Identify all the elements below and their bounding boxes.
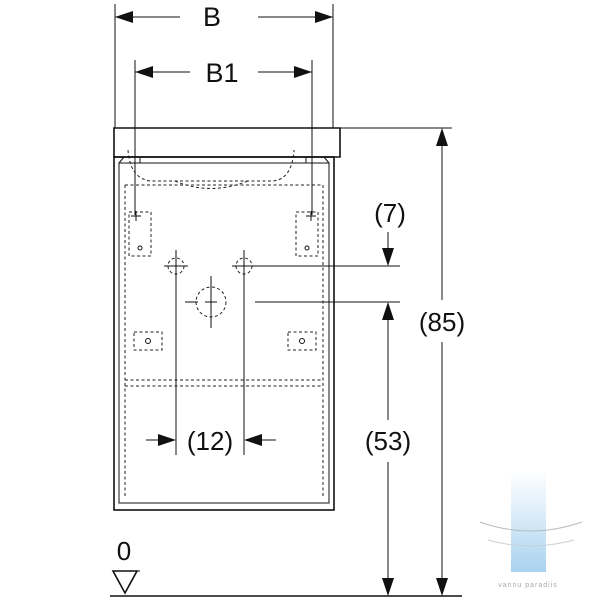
drain-offset-dimension: (7) xyxy=(374,198,406,266)
floor-line: 0 xyxy=(110,536,462,597)
bracket-top-right xyxy=(295,211,319,257)
inner-width-dimension: B1 xyxy=(134,58,313,215)
bracket-mid-left xyxy=(133,331,163,351)
total-height-dimension: (85) xyxy=(419,128,465,596)
bracket-mid-right xyxy=(287,331,317,351)
drain-offset-label: (7) xyxy=(374,198,406,228)
supply-hole-right xyxy=(232,250,400,280)
watermark-text: vannu paradiis xyxy=(498,582,558,589)
inner-width-label: B1 xyxy=(205,58,238,88)
width-dimension: B xyxy=(114,2,334,128)
width-label: B xyxy=(203,2,221,32)
total-height-label: (85) xyxy=(419,307,465,337)
drain-height-label: (53) xyxy=(365,426,411,456)
drain-hole xyxy=(185,276,400,328)
bracket-top-left xyxy=(128,211,152,257)
drain-height-dimension: (53) xyxy=(365,302,411,596)
washbasin xyxy=(113,127,452,189)
hole-spacing-label: (12) xyxy=(187,426,233,456)
cabinet xyxy=(113,156,335,511)
hole-spacing-dimension: (12) xyxy=(146,280,276,456)
watermark: vannu paradiis xyxy=(479,470,583,589)
supply-hole-left xyxy=(164,250,188,280)
floor-label: 0 xyxy=(117,536,131,566)
